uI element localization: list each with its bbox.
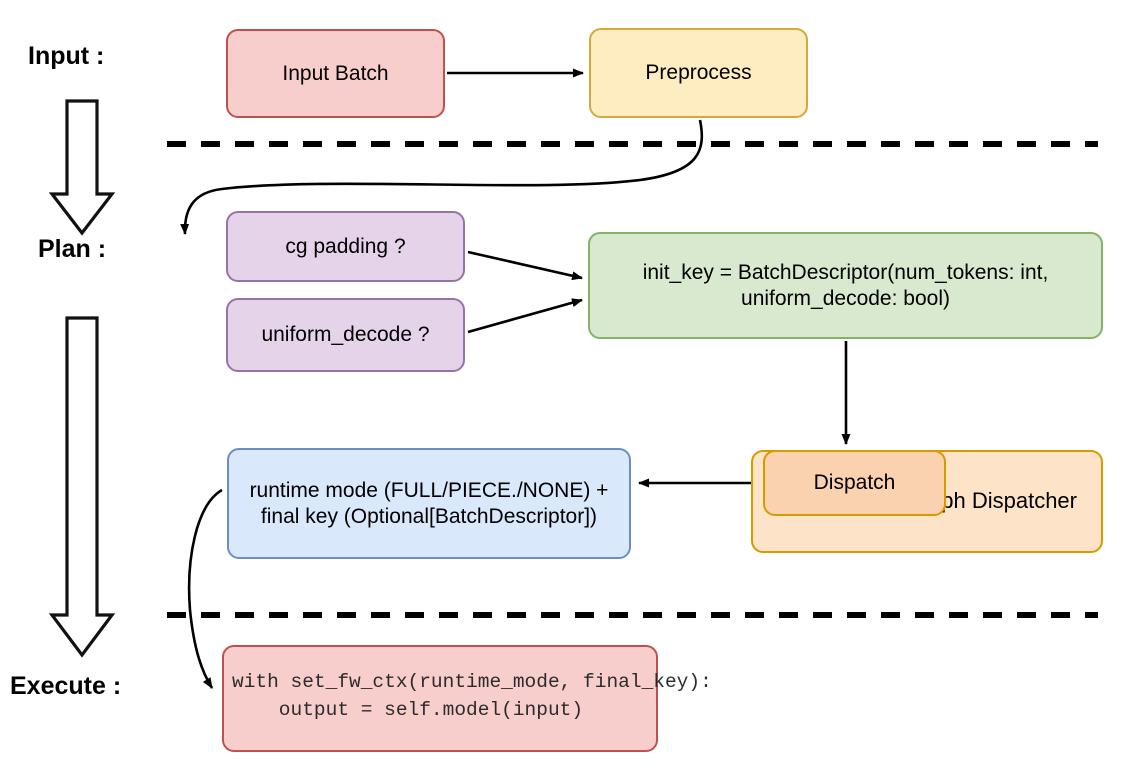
node-uniform-decode[interactable]: uniform_decode ?: [226, 298, 465, 372]
node-code-snippet[interactable]: with set_fw_ctx(runtime_mode, final_key)…: [222, 645, 712, 752]
node-cg-padding[interactable]: cg padding ?: [226, 211, 465, 282]
edge-cg-padding-to-init-key: [467, 250, 583, 281]
node-input-batch[interactable]: Input Batch: [226, 29, 445, 118]
stage-label-input: Input :: [28, 42, 105, 70]
node-runtime-mode[interactable]: runtime mode (FULL/PIECE./NONE) + final …: [227, 448, 631, 559]
stage-label-plan: Plan :: [38, 235, 107, 263]
plan-to-execute-arrow: [48, 316, 116, 658]
node-dispatch[interactable]: Dispatch: [763, 450, 946, 516]
edge-uniform-decode-to-init-key: [467, 298, 583, 334]
stage-label-execute: Execute :: [10, 672, 122, 700]
edge-runtime-mode-to-code: [187, 488, 223, 689]
node-init-key[interactable]: init_key = BatchDescriptor(num_tokens: i…: [588, 232, 1103, 339]
edge-preprocess-to-cg-padding: [180, 119, 704, 235]
code-snippet-text: with set_fw_ctx(runtime_mode, final_key)…: [232, 671, 712, 721]
node-preprocess[interactable]: Preprocess: [589, 28, 808, 118]
input-to-plan-arrow: [48, 99, 116, 236]
